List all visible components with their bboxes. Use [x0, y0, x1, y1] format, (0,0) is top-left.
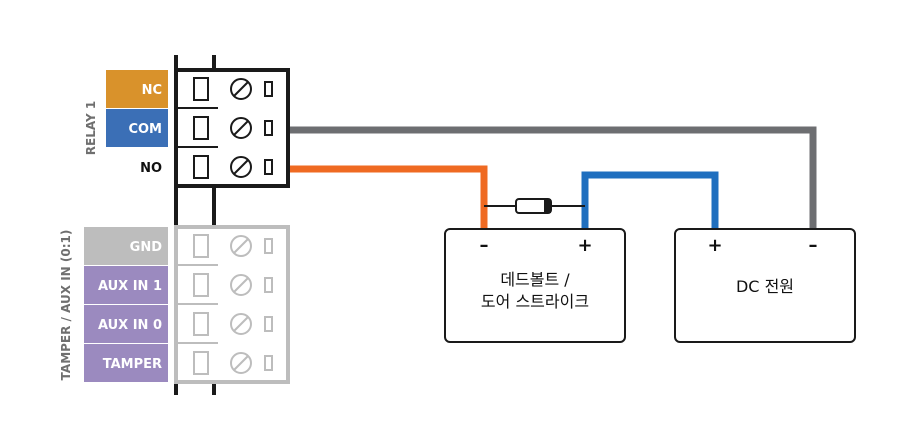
power-plus-sign: +: [707, 235, 722, 256]
relay-group-title: RELAY 1: [84, 101, 98, 155]
aux-terminal-block: [174, 225, 290, 384]
relay-screw-no: [230, 156, 273, 178]
pin-no: [106, 148, 168, 186]
aux-screw-aux-in-1: [230, 274, 273, 296]
lock-positive-blue-wire: [581, 171, 719, 232]
pin-aux-in-0-label: AUX IN 0: [98, 318, 162, 333]
lock-label-line2: 도어 스트라이크: [481, 292, 589, 311]
power-box: + – DC 전원: [674, 228, 856, 343]
pin-gnd: [84, 227, 168, 265]
no-orange-wire: [288, 165, 488, 232]
pin-com-label: COM: [128, 122, 162, 137]
aux-screw-tamper: [230, 352, 273, 374]
pin-aux-in-1-label: AUX IN 1: [98, 279, 162, 294]
aux-group-title: TAMPER / AUX IN (0:1): [59, 230, 73, 381]
pin-tamper-label: TAMPER: [103, 357, 162, 372]
pin-aux-in-0: [84, 305, 168, 343]
pin-nc: [106, 70, 168, 108]
relay-screw-com: [230, 117, 273, 139]
com-gray-wire: [288, 126, 817, 232]
aux-screw-aux-in-0: [230, 313, 273, 335]
pin-com: [106, 109, 168, 147]
pin-no-label: NO: [140, 161, 162, 176]
relay-screw-nc: [230, 78, 273, 100]
pin-tamper: [84, 344, 168, 382]
pin-aux-in-1: [84, 266, 168, 304]
lock-plus-sign: +: [577, 235, 592, 256]
pin-gnd-label: GND: [130, 240, 163, 255]
power-label: DC 전원: [736, 277, 794, 296]
diode: [484, 198, 585, 214]
wires: [288, 126, 817, 232]
lock-box: – + 데드볼트 / 도어 스트라이크: [444, 228, 626, 343]
lock-label-line1: 데드볼트 /: [500, 270, 570, 289]
aux-screw-gnd: [230, 235, 273, 257]
pin-nc-label: NC: [142, 83, 162, 98]
aux-pin-labels: GND AUX IN 1 AUX IN 0 TAMPER: [84, 227, 168, 382]
power-minus-sign: –: [809, 235, 818, 256]
relay-terminal-block: [174, 68, 290, 188]
lock-minus-sign: –: [480, 235, 489, 256]
relay-pin-labels: NC COM NO: [106, 70, 168, 186]
